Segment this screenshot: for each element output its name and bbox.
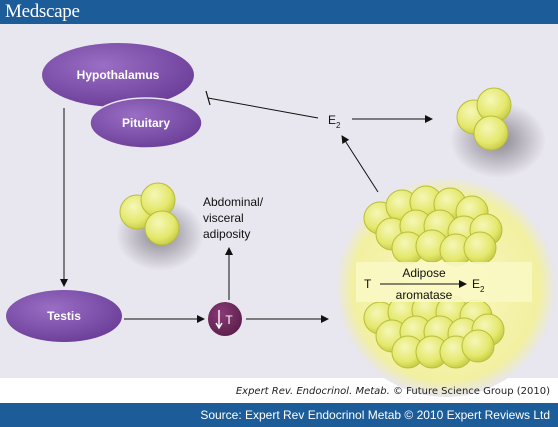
- pituitary-node: Pituitary: [89, 97, 203, 149]
- visceral-label-line3: adiposity: [203, 227, 250, 241]
- adipose-enzyme-bottom: aromatase: [396, 288, 453, 302]
- visceral-fat-cell-cluster: [116, 182, 204, 271]
- pituitary-label: Pituitary: [122, 116, 170, 130]
- adipose-t-label: T: [364, 277, 372, 291]
- inhibition-bar-icon: [205, 90, 211, 106]
- adipose-to-e2-arrow: [341, 135, 379, 193]
- footer-bar: Source: Expert Rev Endocrinol Metab © 20…: [0, 403, 558, 427]
- hypothalamus-label: Hypothalamus: [77, 68, 160, 82]
- adipose-e2-label: E2: [472, 277, 485, 294]
- adipose-tissue: T Adipose aromatase E2: [336, 177, 556, 397]
- adipose-cells-top: [363, 185, 503, 267]
- header-bar: Medscape: [0, 0, 558, 24]
- credit-rest: © Future Science Group (2010): [389, 386, 550, 397]
- t-marker-label: T: [225, 313, 233, 327]
- testis-node: Testis: [6, 290, 122, 342]
- e2-negative-feedback-line: [207, 97, 319, 119]
- adipocyte-cell: [461, 329, 495, 363]
- medscape-logo[interactable]: Medscape: [5, 1, 80, 22]
- low-testosterone-marker: T: [208, 302, 242, 336]
- peripheral-fat-cell-cluster: [450, 87, 546, 178]
- adipose-cells-bottom: [363, 293, 505, 369]
- estradiol-label: E2: [328, 113, 341, 130]
- figure-credit: Expert Rev. Endocrinol. Metab. © Future …: [0, 386, 550, 397]
- source-citation: Source: Expert Rev Endocrinol Metab © 20…: [200, 408, 550, 422]
- hypothalamus-node: Hypothalamus: [42, 43, 194, 107]
- testis-label: Testis: [47, 309, 81, 323]
- adipocyte-cell: [463, 231, 497, 265]
- adipose-enzyme-top: Adipose: [402, 266, 446, 280]
- visceral-label-line2: visceral: [203, 211, 244, 225]
- credit-journal: Expert Rev. Endocrinol. Metab.: [235, 386, 390, 397]
- visceral-adiposity-label: Abdominal/ visceral adiposity: [203, 195, 266, 241]
- visceral-label-line1: Abdominal/: [203, 195, 264, 209]
